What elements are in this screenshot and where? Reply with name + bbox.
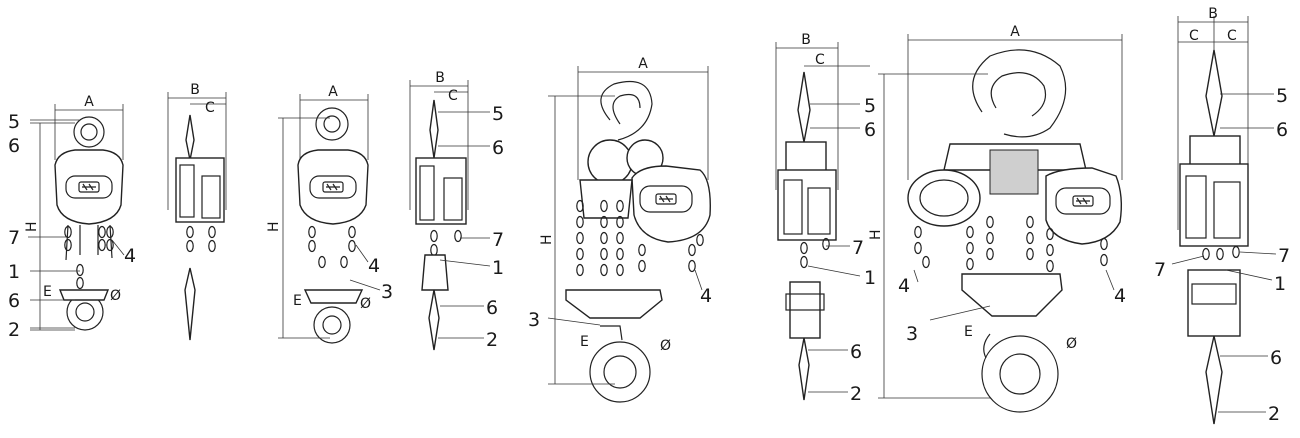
callout-6-fig6: 6 — [864, 119, 876, 141]
callout-6-fig8: 6 — [1276, 119, 1288, 141]
svg-text:C: C — [1189, 28, 1199, 44]
callout-2-fig4: 2 — [486, 329, 498, 351]
svg-text:B: B — [435, 70, 445, 86]
fig5-bottom-hook — [589, 341, 651, 403]
callout-4a-fig7: 4 — [898, 275, 910, 297]
fig5-hook-block — [565, 289, 663, 319]
svg-text:E: E — [964, 324, 973, 340]
fig7-top-hook — [972, 49, 1067, 138]
callout-4-fig3: 4 — [368, 255, 380, 277]
figure-2-side: B C — [167, 82, 227, 341]
svg-text:H: H — [266, 221, 282, 232]
figure-5-front: A H E Ø 3 4 — [528, 56, 712, 403]
svg-text:A: A — [1010, 24, 1020, 40]
svg-text:E: E — [43, 284, 52, 300]
callout-5-fig8: 5 — [1276, 85, 1288, 107]
figure-6-side: B C 5 6 7 1 6 2 — [775, 32, 876, 405]
dim-a-label: A — [84, 94, 94, 110]
callout-1-fig1: 1 — [8, 261, 20, 283]
callout-6b-fig4: 6 — [486, 297, 498, 319]
callout-3-fig5: 3 — [528, 309, 540, 331]
svg-text:C: C — [815, 52, 825, 68]
callout-7-fig4: 7 — [492, 229, 504, 251]
svg-text:B: B — [801, 32, 811, 48]
svg-text:E: E — [293, 293, 302, 309]
svg-text:H: H — [539, 234, 555, 245]
callout-3-fig3: 3 — [381, 281, 393, 303]
svg-text:Ø: Ø — [1066, 336, 1077, 352]
callout-1-fig8: 1 — [1274, 273, 1286, 295]
callout-7b-fig8: 7 — [1154, 259, 1166, 281]
callout-3-fig7: 3 — [906, 323, 918, 345]
callout-5-fig4: 5 — [492, 103, 504, 125]
callout-4-fig5: 4 — [700, 285, 712, 307]
fig7-left-wheel — [907, 169, 981, 227]
callout-1-fig4: 1 — [492, 257, 504, 279]
callout-4-fig1: 4 — [124, 245, 136, 267]
svg-text:C: C — [448, 88, 458, 104]
figure-1-front: A H Ø E 5 6 7 1 6 2 — [8, 94, 136, 341]
figure-8-side: B C C 5 6 7 7 1 6 2 — [1154, 6, 1290, 425]
callout-4b-fig7: 4 — [1114, 285, 1126, 307]
side-hook-bottom — [184, 267, 196, 341]
svg-text:A: A — [638, 56, 648, 72]
callout-2-fig8: 2 — [1268, 403, 1280, 425]
svg-text:E: E — [580, 334, 589, 350]
callout-2-fig6: 2 — [850, 383, 862, 405]
fig7-hook-block — [961, 273, 1063, 317]
svg-text:H: H — [868, 229, 884, 240]
svg-text:B: B — [190, 82, 200, 98]
callout-7-fig6: 7 — [852, 237, 864, 259]
svg-text:A: A — [328, 84, 338, 100]
callout-5-fig1: 5 — [8, 111, 20, 133]
svg-text:Ø: Ø — [660, 338, 671, 354]
side-hook-top — [185, 114, 195, 161]
top-hook — [73, 116, 105, 148]
svg-text:C: C — [1227, 28, 1237, 44]
figure-3-front: A H E Ø 4 3 — [266, 84, 393, 344]
svg-text:Ø: Ø — [110, 288, 121, 304]
callout-7a-fig8: 7 — [1278, 245, 1290, 267]
callout-6b-fig1: 6 — [8, 290, 20, 312]
callout-7-fig1: 7 — [8, 227, 20, 249]
callout-1-fig6: 1 — [864, 267, 876, 289]
svg-text:Ø: Ø — [360, 296, 371, 312]
figure-7-front: A H E Ø 4 4 3 — [868, 24, 1126, 413]
svg-text:H: H — [24, 221, 40, 232]
svg-text:B: B — [1208, 6, 1218, 22]
callout-6-fig1: 6 — [8, 135, 20, 157]
fig7-bottom-hook — [981, 335, 1059, 413]
callout-5-fig6: 5 — [864, 95, 876, 117]
callout-2-fig1: 2 — [8, 319, 20, 341]
callout-6b-fig8: 6 — [1270, 347, 1282, 369]
figure-4-side: B C 5 6 7 1 6 2 — [409, 70, 504, 351]
callout-6b-fig6: 6 — [850, 341, 862, 363]
svg-text:C: C — [205, 100, 215, 116]
callout-6-fig4: 6 — [492, 137, 504, 159]
